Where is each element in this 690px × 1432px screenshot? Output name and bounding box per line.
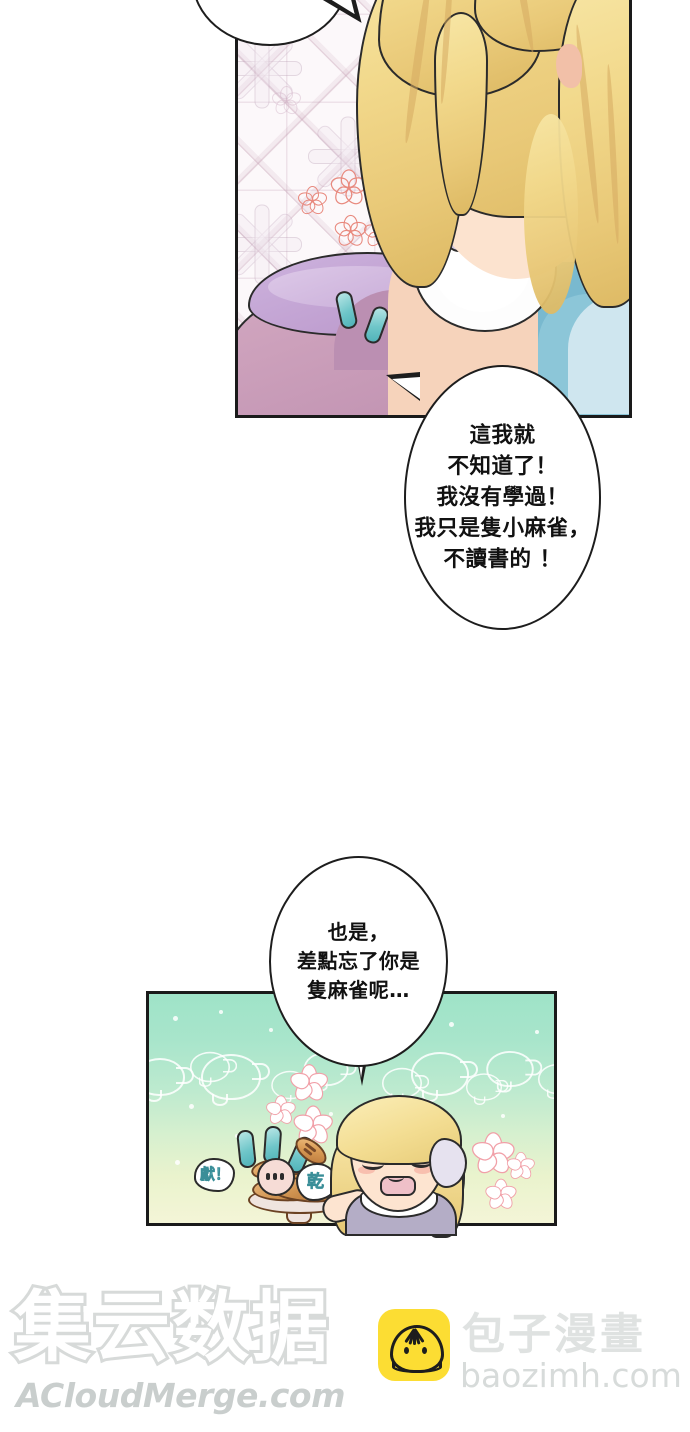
- chibi-mouth: [388, 1172, 404, 1182]
- speech-line: 我沒有學過！: [436, 485, 569, 510]
- speech-line: 我只是隻小麻雀，: [414, 516, 591, 541]
- sound-effect-text-right: 乾: [307, 1172, 325, 1192]
- sparkle-dot: [269, 1028, 273, 1032]
- speech-line: 也是，: [327, 920, 390, 944]
- wallpaper-flower: [332, 214, 369, 249]
- chibi-cheek-blush: [414, 1166, 431, 1174]
- watermark-partner-site: baozimh.com: [460, 1356, 682, 1395]
- sakura-petal: [469, 1132, 518, 1178]
- speech-bubble-2: 這我就 不知道了！ 我沒有學過！ 我只是隻小麻雀， 不讀書的 ！: [404, 365, 601, 630]
- chibi-hair-bow: [429, 1138, 467, 1188]
- wallpaper-flower: [269, 86, 303, 117]
- speech-bubble-3: 也是， 差點忘了你是 隻麻雀呢…: [269, 856, 448, 1067]
- bao-eye-left: [404, 1347, 409, 1354]
- speech-line: 不知道了！: [447, 454, 558, 479]
- sakura-petal: [288, 1064, 331, 1105]
- bao-bun-logo: [378, 1309, 450, 1381]
- sound-effect-sticker-left: 獻！: [194, 1158, 235, 1192]
- speech-line: 隻麻雀呢…: [307, 978, 410, 1002]
- sparkle-dot: [173, 1016, 178, 1021]
- sakura-petal: [291, 1105, 336, 1148]
- speech-line: 不讀書的 ！: [443, 547, 562, 572]
- sakura-petal: [505, 1151, 537, 1182]
- sakura-petal: [264, 1095, 298, 1127]
- watermark-brand-cn: 集云数据: [14, 1284, 330, 1373]
- bao-pleat: [413, 1329, 416, 1345]
- watermark-brand-site: ACloudMerge.com: [16, 1376, 346, 1415]
- chibi-cheek-blush: [358, 1166, 375, 1174]
- sakura-petal: [483, 1178, 519, 1212]
- watermark-bar: 集云数据 集云数据 ACloudMerge.com: [0, 1280, 690, 1432]
- sparkle-dot: [329, 1112, 333, 1116]
- chick-figure: [257, 1158, 295, 1196]
- character-hair-wisp: [524, 114, 578, 314]
- sparkle-dot: [219, 1010, 223, 1014]
- bao-eye-right: [422, 1347, 427, 1354]
- sparkle-dot: [449, 1022, 454, 1027]
- bird-doodle: [201, 1054, 270, 1106]
- comic-panel-1: [235, 0, 632, 418]
- sound-effect-text-left: 獻！: [200, 1165, 231, 1183]
- wallpaper-flower: [295, 186, 329, 217]
- wallpaper-flower: [327, 169, 369, 208]
- sparkle-dot: [535, 1030, 539, 1034]
- sparkle-dot: [189, 1104, 194, 1109]
- speech-line: 差點忘了你是: [297, 949, 420, 973]
- speech-bubble-2-text: 這我就 不知道了！ 我沒有學過！ 我只是隻小麻雀， 不讀書的 ！: [414, 420, 590, 575]
- watermark-partner-cn: 包子漫畫: [462, 1310, 646, 1360]
- sparkle-dot: [175, 1160, 180, 1165]
- watermark-brand-cn-stroke: 集云数据: [11, 1284, 331, 1373]
- speech-bubble-3-text: 也是， 差點忘了你是 隻麻雀呢…: [297, 918, 420, 1005]
- speech-line: 這我就: [469, 423, 536, 448]
- bird-doodle: [411, 1052, 478, 1102]
- character-ear: [556, 44, 582, 88]
- sparkle-dot: [501, 1114, 505, 1118]
- speech-bubble-2-tail-inner: [392, 377, 420, 399]
- bird-doodle: [486, 1050, 543, 1093]
